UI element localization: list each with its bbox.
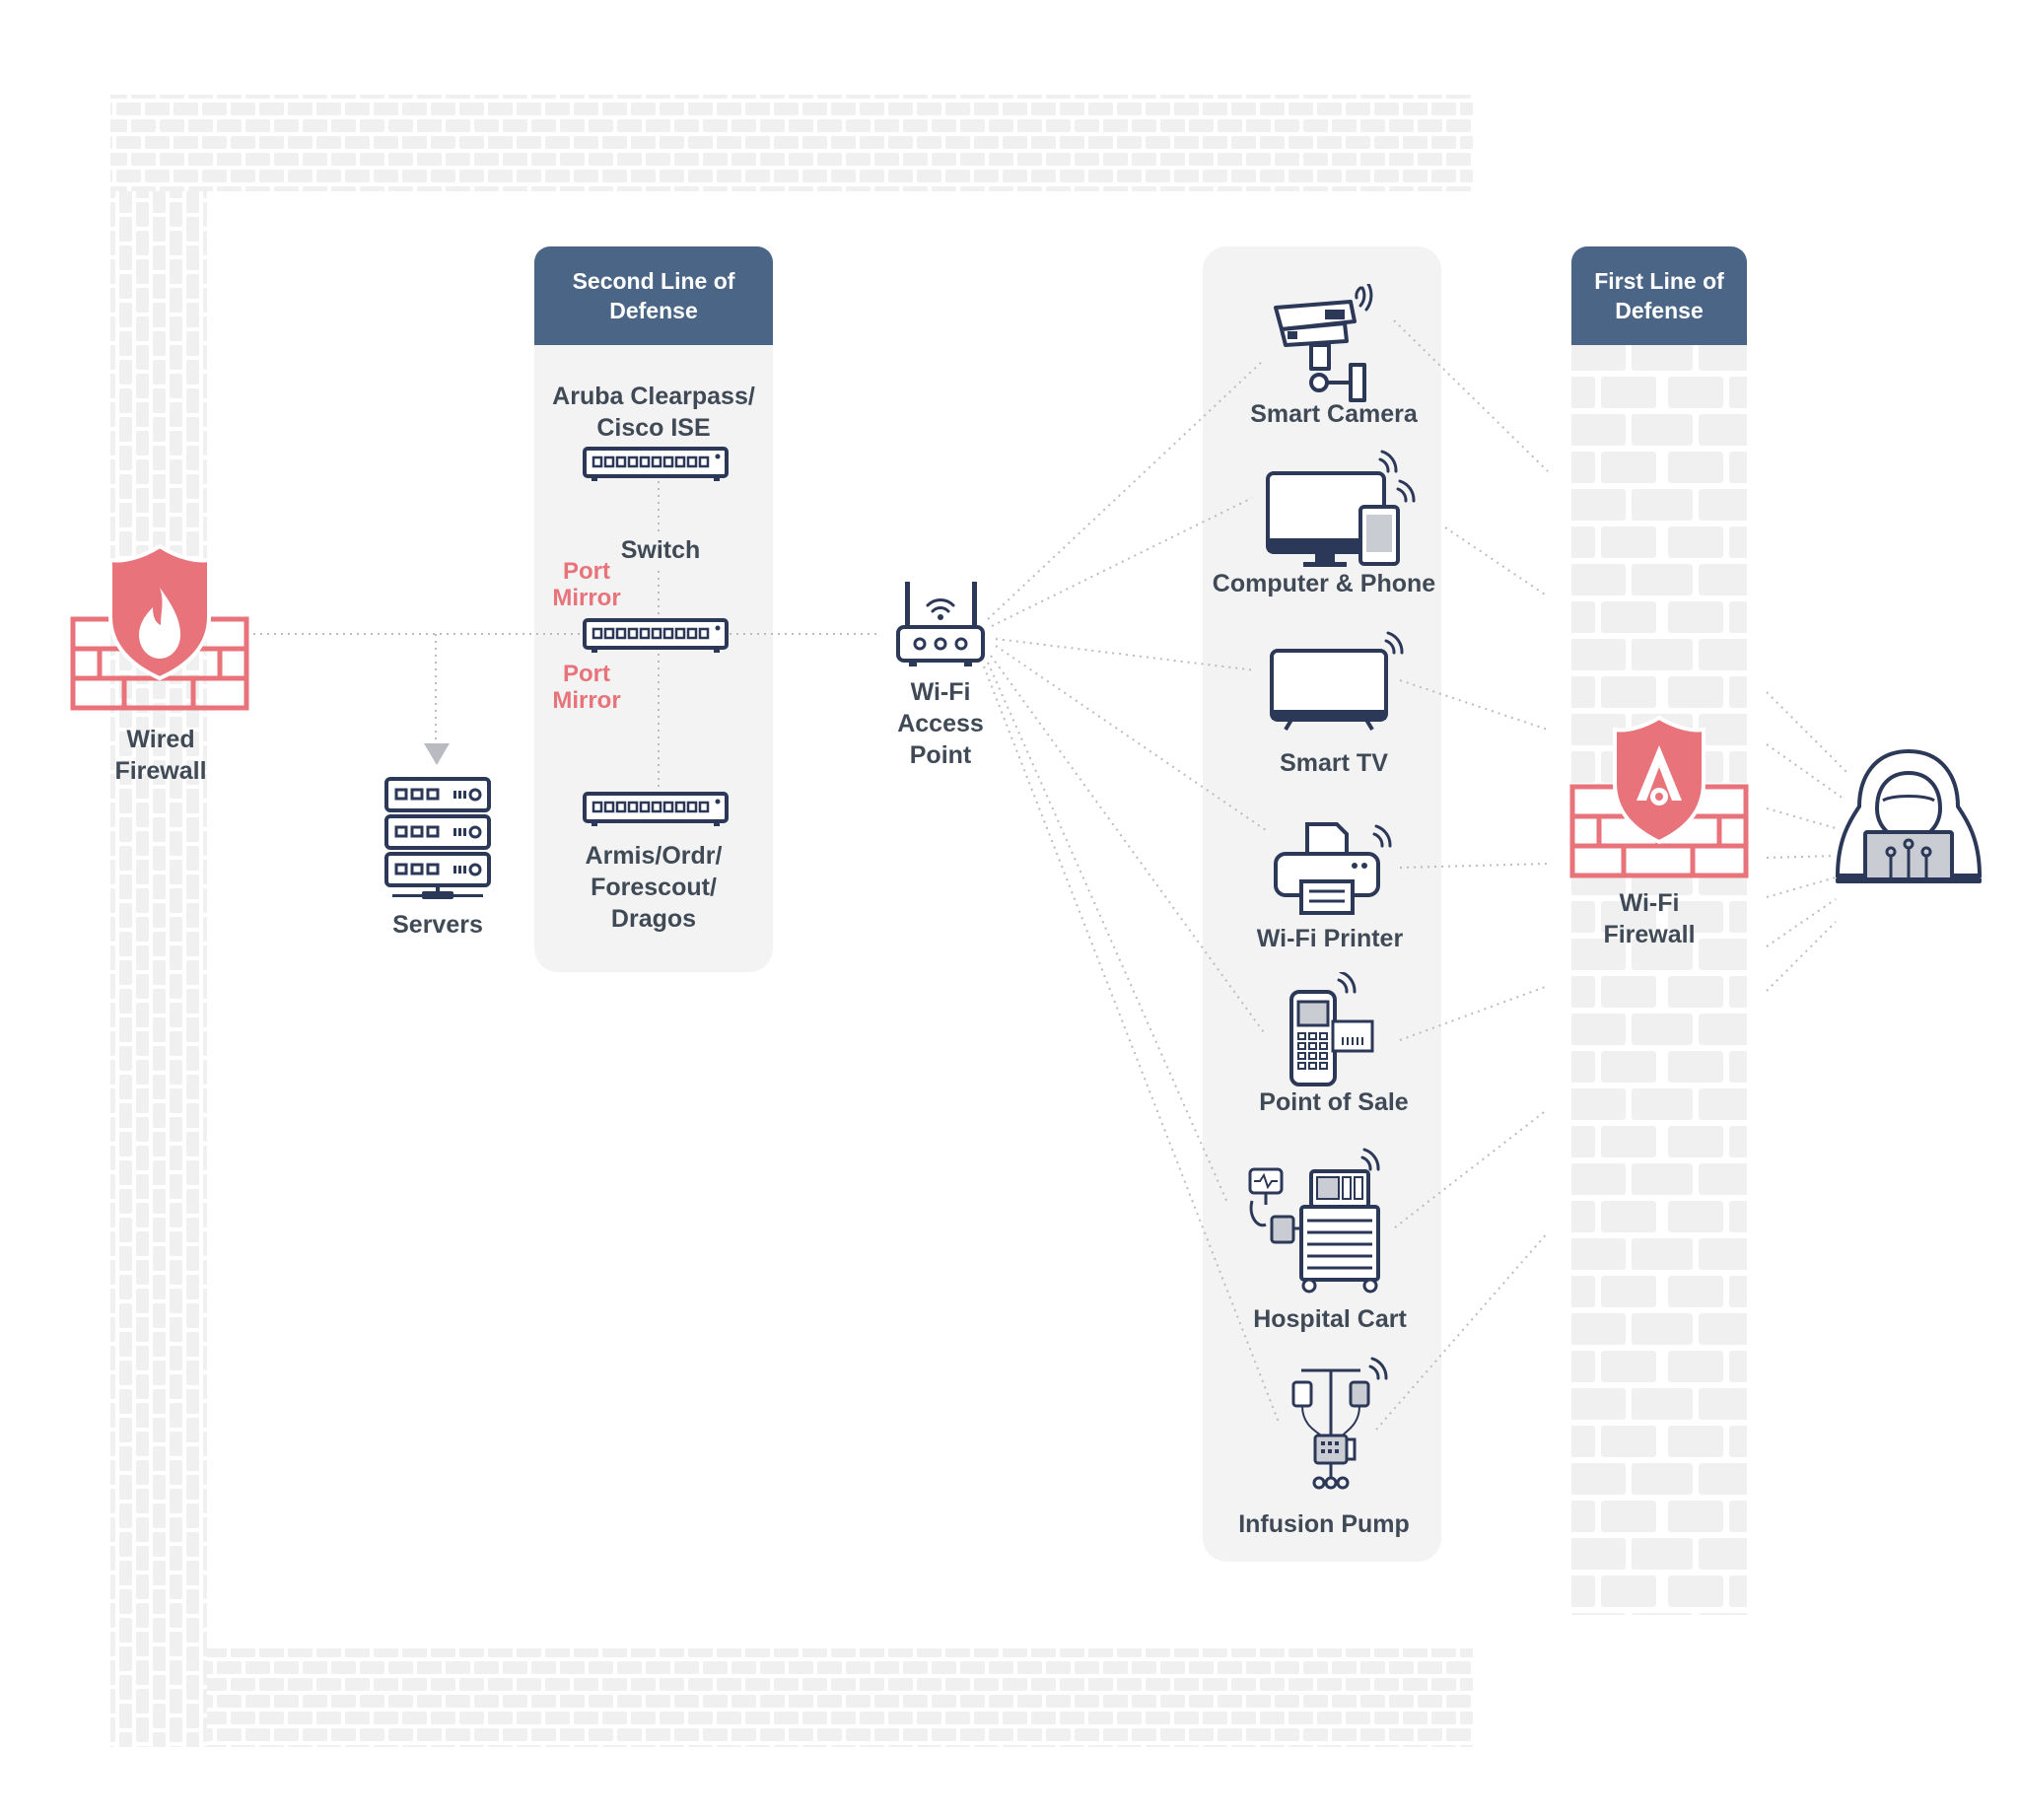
device-label-4: Point of Sale xyxy=(1259,1088,1409,1116)
servers-label: Servers xyxy=(392,911,483,939)
printer-icon xyxy=(1274,822,1392,915)
device-label-3: Wi-Fi Printer xyxy=(1256,925,1404,952)
access-point-label: Wi-Fi Access Point xyxy=(897,678,984,769)
wifi-firewall-label: Wi-Fi Firewall xyxy=(1603,889,1696,948)
device-label-5: Hospital Cart xyxy=(1253,1305,1407,1333)
infusion-pump-icon xyxy=(1291,1357,1388,1490)
security-camera-icon xyxy=(1274,284,1373,402)
second-line-header: Second Line of Defense xyxy=(534,246,773,345)
down-arrow-icon xyxy=(424,743,450,765)
monitor-switch-icon xyxy=(583,792,729,826)
device-label-2: Smart TV xyxy=(1280,749,1388,777)
hospital-cart-icon xyxy=(1248,1148,1380,1294)
switch-label: Switch xyxy=(611,534,710,566)
nac-switch-icon xyxy=(583,447,729,481)
monitor-label: Armis/Ordr/ Forescout/ Dragos xyxy=(585,842,723,933)
pos-terminal-icon xyxy=(1289,972,1374,1086)
wifi-router-icon xyxy=(896,582,985,666)
device-label-6: Infusion Pump xyxy=(1238,1510,1410,1538)
computer-phone-icon xyxy=(1266,450,1416,567)
wired-firewall-label: Wired Firewall xyxy=(114,726,207,785)
port-mirror-label-top: Port Mirror xyxy=(552,558,621,611)
device-label-1: Computer & Phone xyxy=(1212,570,1436,597)
second-line-panel xyxy=(534,246,773,972)
nac-label: Aruba Clearpass/ Cisco ISE xyxy=(552,383,755,442)
first-line-header: First Line of Defense xyxy=(1571,246,1747,345)
smart-tv-icon xyxy=(1270,631,1404,732)
flame-shield-icon xyxy=(70,543,249,711)
port-mirror-label-bottom: Port Mirror xyxy=(552,661,621,714)
hooded-hacker-icon xyxy=(1835,748,1983,883)
server-rack-icon xyxy=(384,777,491,899)
device-label-0: Smart Camera xyxy=(1250,400,1418,428)
wifi-firewall-icon xyxy=(1569,716,1749,878)
core-switch-icon xyxy=(583,618,729,653)
